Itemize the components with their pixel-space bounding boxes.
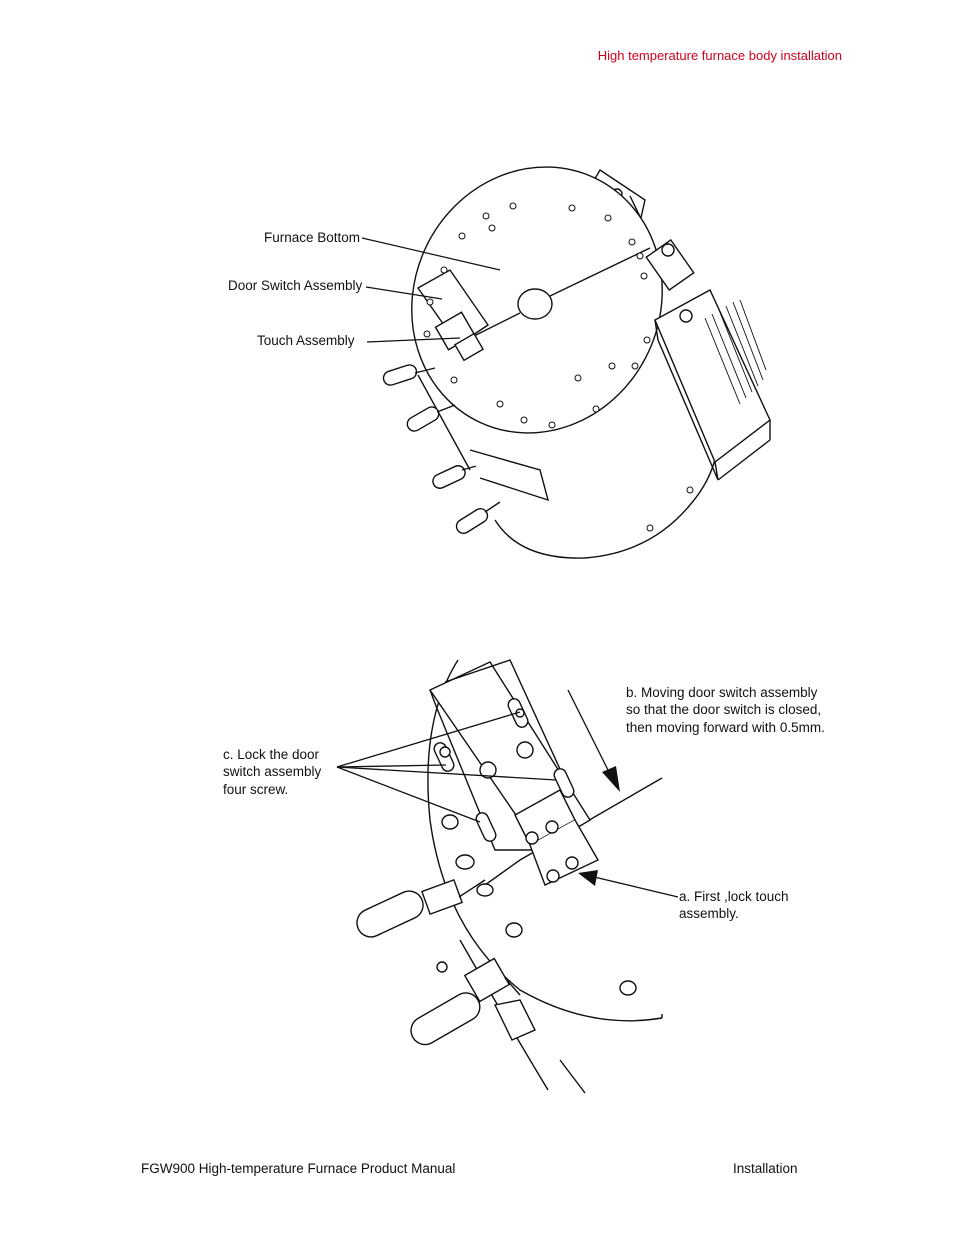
footer-section-name: Installation (733, 1161, 798, 1176)
note-a-lock-touch-assembly: a. First ,lock touch assembly. (679, 889, 789, 922)
label-touch-assembly: Touch Assembly (257, 333, 355, 348)
page-header-title: High temperature furnace body installati… (597, 48, 842, 63)
footer-manual-title: FGW900 High-temperature Furnace Product … (141, 1161, 456, 1176)
label-furnace-bottom: Furnace Bottom (264, 230, 361, 245)
note-b-move-door-switch: b. Moving door switch assembly so that t… (626, 685, 825, 735)
label-door-switch-assembly: Door Switch Assembly (228, 278, 363, 293)
note-c-lock-screws: c. Lock the door switch assembly four sc… (223, 747, 322, 797)
